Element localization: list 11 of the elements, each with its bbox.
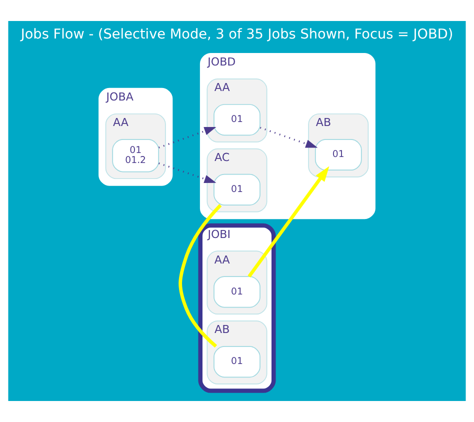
node-box: 01 [214, 346, 260, 378]
node-box: 01 [214, 276, 260, 308]
node-box: 01 [214, 174, 260, 206]
node-box: 01 [314, 139, 362, 171]
diagram-title: Jobs Flow - (Selective Mode, 3 of 35 Jobs Shown, Focus = JOBD) [20, 26, 454, 43]
arrow [158, 162, 216, 183]
arrow [248, 166, 330, 278]
node-box: 01 01.2 [112, 139, 160, 172]
arrow [260, 126, 318, 148]
arrow [158, 126, 216, 148]
node-box: 01 [214, 104, 260, 136]
